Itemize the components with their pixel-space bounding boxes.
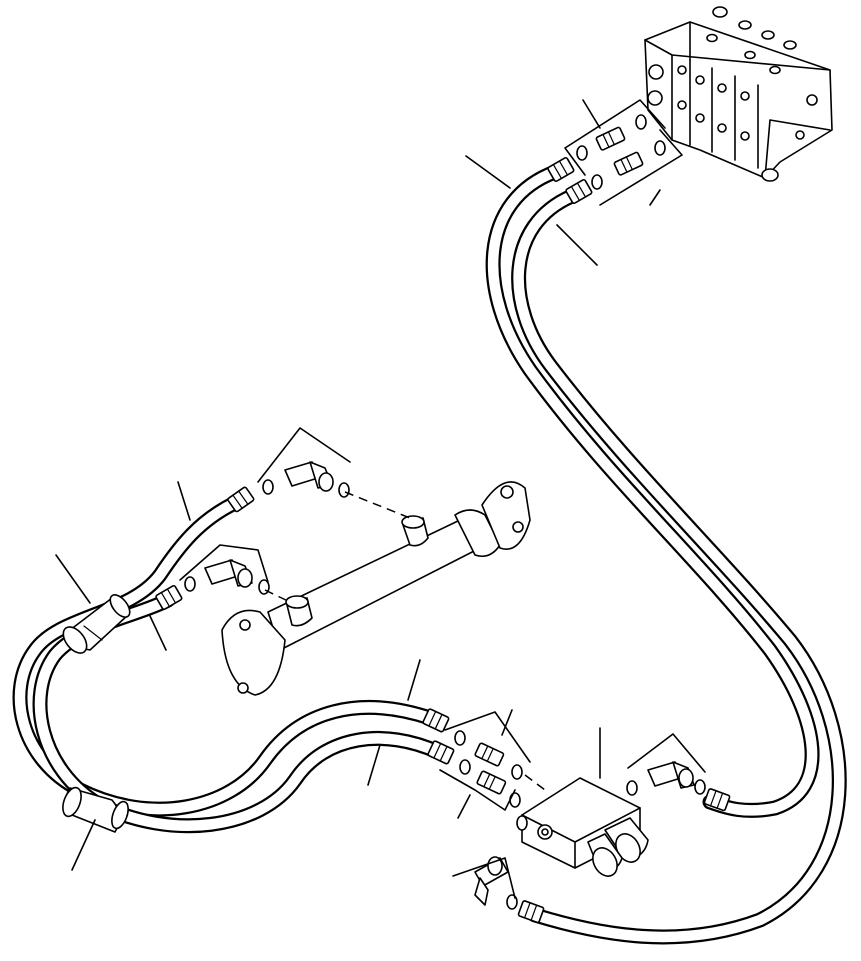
o-ring [509,792,521,808]
o-ring [591,174,603,190]
hose-fitting [565,179,593,204]
leader-lines [55,99,661,871]
o-ring [654,140,666,156]
steering-cylinder [221,481,531,696]
straight-adapter [613,151,644,176]
fittings-cylinder-ports [184,461,350,595]
hose-fitting [427,740,455,765]
o-ring [635,114,647,130]
straight-adapter [474,742,505,767]
o-ring [184,576,196,592]
elbow-fitting [474,856,509,906]
callout-brackets [179,99,706,899]
hose-fitting [703,788,731,812]
hose-fitting [547,157,575,182]
o-ring [459,759,471,775]
control-valve [644,6,833,182]
hose-clamp-lower [62,786,129,833]
divider-block [521,777,649,877]
o-ring [338,482,350,498]
hose-fitting [422,708,450,733]
o-ring [454,730,466,746]
o-ring [626,780,638,796]
o-ring [576,145,588,161]
hose-fitting [155,585,183,610]
center-lines [264,491,546,791]
hose-fitting [227,486,255,513]
straight-adapter [595,126,626,151]
elbow-fitting [204,559,253,588]
hose-pair-upper [485,164,847,945]
o-ring [694,779,706,795]
o-ring [511,764,523,780]
fittings-block-ports [454,730,706,910]
elbow-fitting [284,461,334,492]
o-ring [516,815,528,831]
hose-end-fittings [155,157,731,924]
hose-fitting [517,900,545,924]
elbow-fitting [647,761,695,789]
o-ring [262,479,274,495]
straight-adapter [476,770,507,795]
fittings-valve-ports [576,114,666,190]
hose-clamp-upper [62,594,131,654]
